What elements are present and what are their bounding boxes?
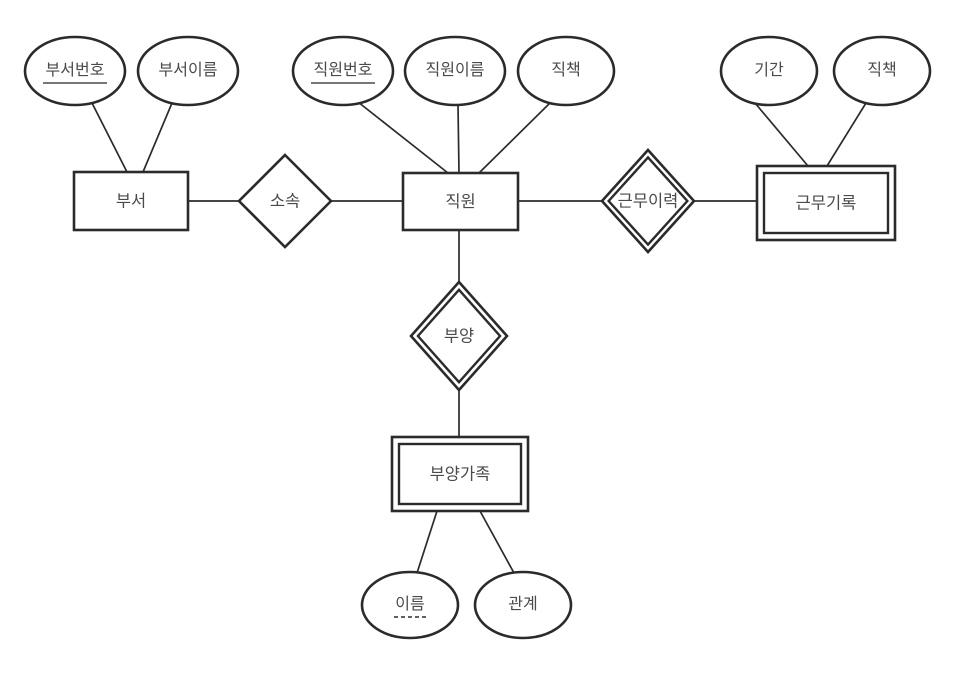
entity-label: 부서 xyxy=(116,191,146,210)
attribute-label: 이름 xyxy=(395,595,424,613)
connector-line xyxy=(826,102,867,167)
attribute-period[interactable]: 기간 xyxy=(719,35,819,107)
attribute-label: 직책 xyxy=(551,61,580,79)
relationship-diamond xyxy=(600,148,696,254)
relationship-work_history[interactable]: 근무이력 xyxy=(600,148,696,254)
attribute-label: 직원번호 xyxy=(314,61,373,79)
attribute-emp_name[interactable]: 직원이름 xyxy=(403,35,507,107)
relationship-label: 부양 xyxy=(444,326,474,345)
entity-work_record[interactable]: 근무기록 xyxy=(755,164,897,242)
connector-line xyxy=(357,101,449,174)
identifying-relationship-inner-diamond xyxy=(416,288,502,384)
entity-box xyxy=(390,435,530,513)
entity-label: 직원 xyxy=(445,192,475,211)
attribute-emp_position[interactable]: 직책 xyxy=(516,35,616,107)
attribute-label: 직책 xyxy=(867,61,896,79)
attribute-dep_name[interactable]: 이름 xyxy=(360,570,460,640)
entity-employee[interactable]: 직원 xyxy=(401,171,520,232)
relationship-diamond xyxy=(409,280,509,392)
entity-box xyxy=(401,171,520,232)
attribute-label: 기간 xyxy=(754,61,784,79)
entity-dept[interactable]: 부서 xyxy=(72,170,190,232)
entity-dependent[interactable]: 부양가족 xyxy=(390,435,530,513)
weak-entity-inner-box xyxy=(762,171,890,235)
attribute-emp_no[interactable]: 직원번호 xyxy=(291,35,395,107)
attribute-ellipse xyxy=(360,570,460,640)
relationship-supports[interactable]: 부양 xyxy=(409,280,509,392)
entity-box xyxy=(755,164,897,242)
attribute-ellipse xyxy=(291,35,395,107)
entity-box xyxy=(72,170,190,232)
attribute-ellipse xyxy=(403,35,507,107)
attribute-ellipse xyxy=(719,35,819,107)
connector-layer xyxy=(91,101,867,574)
attribute-label: 부서번호 xyxy=(46,61,105,79)
attribute-record_position[interactable]: 직책 xyxy=(832,35,932,107)
entity-label: 부양가족 xyxy=(430,464,491,483)
attribute-ellipse xyxy=(23,35,127,107)
connector-line xyxy=(478,101,552,174)
attribute-ellipse xyxy=(516,35,616,107)
relationship-label: 소속 xyxy=(270,191,300,210)
attribute-ellipse xyxy=(832,35,932,107)
relationship-belongs_to[interactable]: 소속 xyxy=(237,153,333,249)
attribute-label: 부서이름 xyxy=(159,61,218,79)
entity-label: 근무기록 xyxy=(796,193,857,212)
attribute-label: 직원이름 xyxy=(426,61,485,79)
connector-line xyxy=(754,102,809,167)
identifying-relationship-inner-diamond xyxy=(607,155,689,247)
attribute-dept_no[interactable]: 부서번호 xyxy=(23,35,127,107)
attribute-dep_relation[interactable]: 관계 xyxy=(473,570,573,640)
attribute-ellipse xyxy=(473,570,573,640)
relationship-diamond xyxy=(237,153,333,249)
connector-line xyxy=(457,104,460,174)
attribute-label: 관계 xyxy=(508,595,537,613)
connector-line xyxy=(479,510,515,574)
attribute-dept_name[interactable]: 부서이름 xyxy=(136,35,240,107)
connector-line xyxy=(416,510,438,574)
attribute-ellipse xyxy=(136,35,240,107)
relationship-label: 근무이력 xyxy=(618,191,679,210)
weak-entity-inner-box xyxy=(397,442,523,506)
connector-line xyxy=(142,102,173,173)
connector-line xyxy=(91,102,128,173)
